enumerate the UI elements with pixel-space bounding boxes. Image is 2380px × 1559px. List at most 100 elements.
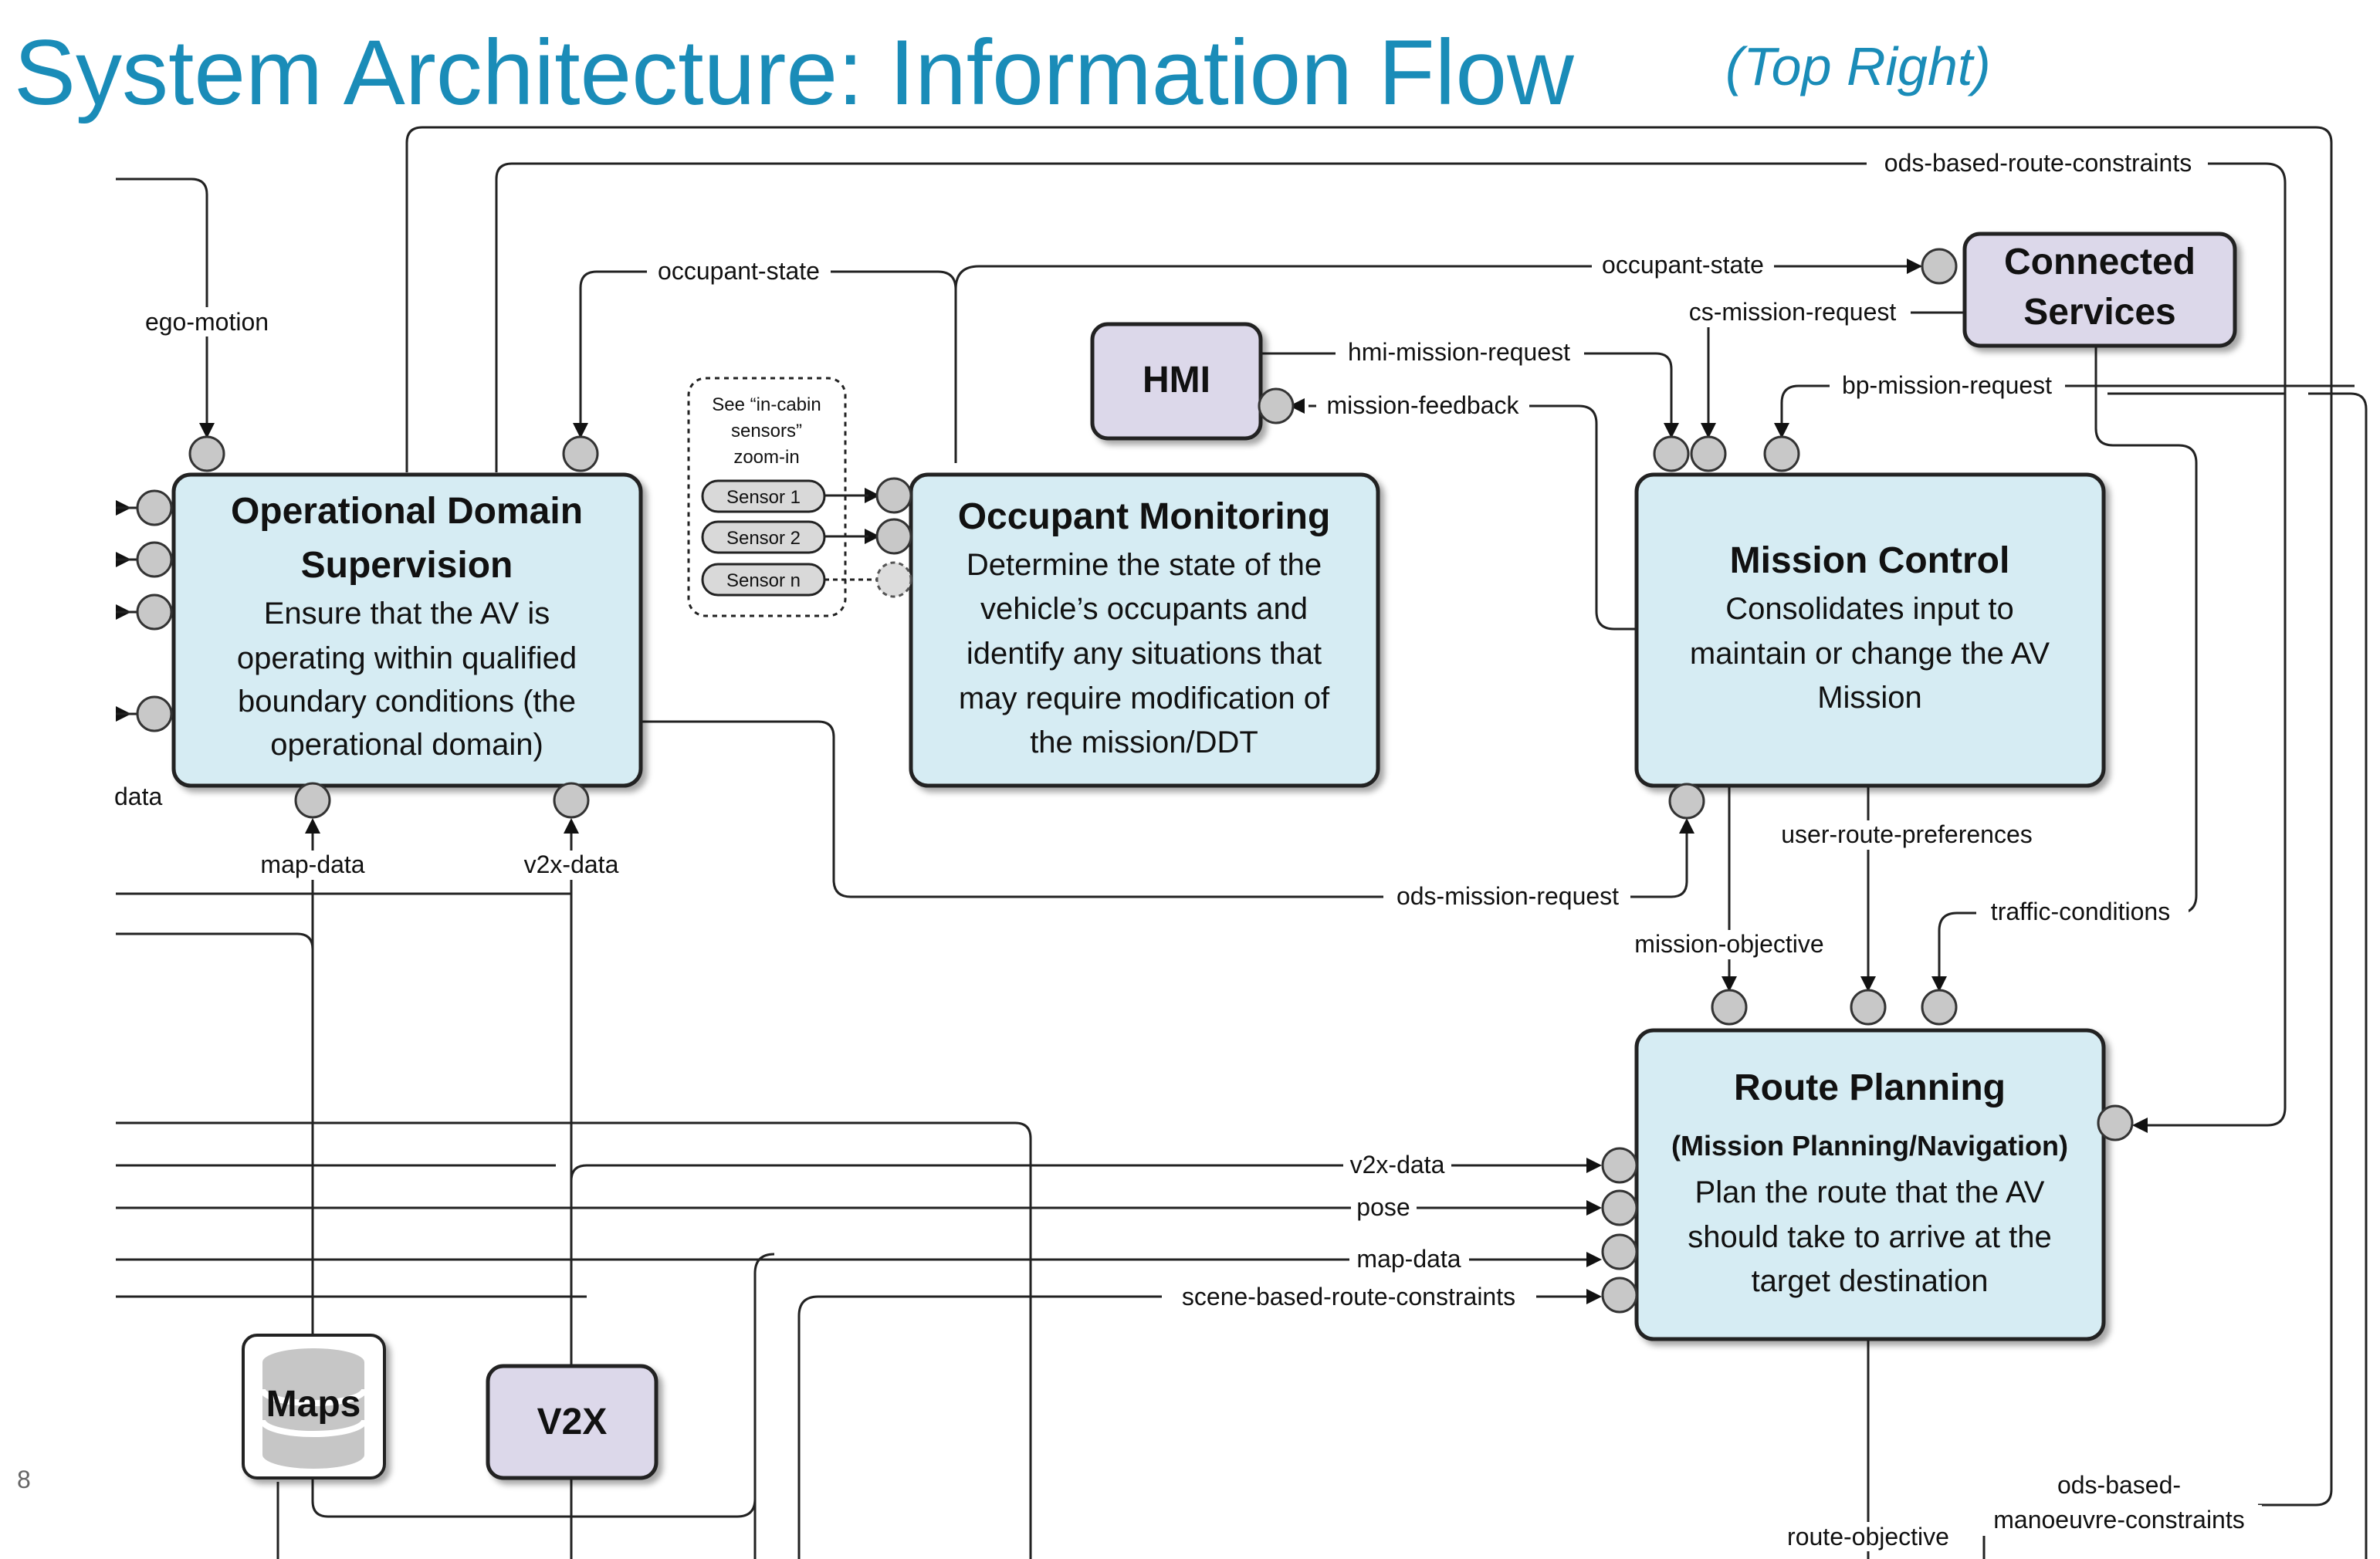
flow-label: pose <box>1356 1193 1410 1221</box>
route-planning-desc-line: should take to arrive at the <box>1688 1220 2051 1254</box>
sensor-note-line: sensors” <box>731 421 802 441</box>
port <box>562 435 599 472</box>
flow-label: route-objective <box>1787 1523 1949 1551</box>
mission-control-desc-line: Mission <box>1817 681 1922 715</box>
ods-title-line1: Operational Domain <box>231 491 583 532</box>
sensor-label: Sensor 1 <box>726 487 801 508</box>
port <box>1601 1233 1638 1270</box>
port <box>136 489 173 526</box>
maps-title: Maps <box>266 1384 361 1425</box>
sensor-note-line: See “in-cabin <box>712 394 821 415</box>
route-planning-desc-line: target destination <box>1752 1264 1989 1298</box>
route-planning-title: Route Planning <box>1734 1067 2006 1108</box>
occupant-monitoring-desc-line: the mission/DDT <box>1030 725 1258 759</box>
port <box>1921 989 1958 1026</box>
occupant-monitoring-desc-line: Determine the state of the <box>967 548 1322 582</box>
route-planning-subtitle: (Mission Planning/Navigation) <box>1671 1130 2068 1162</box>
hmi-box[interactable]: HMI <box>1090 322 1263 441</box>
v2x-box[interactable]: V2X <box>486 1364 658 1480</box>
port <box>1711 989 1748 1026</box>
maps-box[interactable]: Maps <box>242 1334 386 1480</box>
flow-label: v2x-data <box>1350 1151 1445 1179</box>
flow-label: map-data <box>1356 1245 1461 1273</box>
ods-desc-line: operational domain) <box>270 728 543 762</box>
port <box>1601 1189 1638 1226</box>
port <box>1763 435 1800 472</box>
port <box>1653 435 1690 472</box>
ods-desc-line: operating within qualified <box>237 641 577 675</box>
mission-control-desc-line: maintain or change the AV <box>1690 637 2050 671</box>
occupant-monitoring-desc-line: vehicle’s occupants and <box>980 592 1308 626</box>
ports <box>136 248 2134 1314</box>
flow-labels: ods-based-route-constraints occupant-sta… <box>114 149 2262 1551</box>
database-icon <box>259 1348 367 1469</box>
port <box>136 695 173 732</box>
flow-label: manoeuvre-constraints <box>1993 1506 2244 1534</box>
flow-label: ods-mission-request <box>1397 882 1619 910</box>
flow-label: map-data <box>260 851 364 878</box>
ods-desc-line: Ensure that the AV is <box>264 597 550 631</box>
sensor-group: See “in-cabin sensors” zoom-in Sensor 1 … <box>687 377 880 617</box>
mission-control-desc-line: Consolidates input to <box>1725 592 2014 626</box>
sensor-1[interactable]: Sensor 1 <box>701 479 826 513</box>
port <box>1921 248 1958 285</box>
sensor-2[interactable]: Sensor 2 <box>701 520 826 554</box>
sensor-note-line: zoom-in <box>733 447 799 468</box>
port <box>2097 1104 2134 1141</box>
page-subtitle: (Top Right) <box>1725 36 1991 96</box>
occupant-monitoring-desc-line: identify any situations that <box>967 637 1322 671</box>
page-number: 8 <box>17 1466 31 1493</box>
port <box>875 518 912 555</box>
connected-services-box[interactable]: Connected Services <box>1962 232 2237 348</box>
occupant-monitoring-box[interactable]: Occupant Monitoring Determine the state … <box>909 472 1380 788</box>
flow-label: hmi-mission-request <box>1348 338 1570 366</box>
flow-label: occupant-state <box>658 257 820 285</box>
sensor-n[interactable]: Sensor n <box>701 563 826 597</box>
connected-services-title-line1: Connected <box>2004 242 2195 282</box>
mission-control-box[interactable]: Mission Control Consolidates input to ma… <box>1634 472 2106 788</box>
port <box>875 477 912 514</box>
port <box>1668 783 1705 820</box>
hmi-title: HMI <box>1143 360 1210 401</box>
connection-lines <box>116 126 2368 1559</box>
page-title: System Architecture: Information Flow <box>14 21 1574 124</box>
port <box>1850 989 1887 1026</box>
flow-label: mission-feedback <box>1327 391 1520 419</box>
port <box>136 594 173 631</box>
flow-label: ego-motion <box>145 308 269 336</box>
port <box>294 782 331 819</box>
flow-label: bp-mission-request <box>1842 371 2052 399</box>
port <box>1258 387 1295 424</box>
port <box>1690 435 1727 472</box>
flow-label: v2x-data <box>524 851 619 878</box>
ods-title-line2: Supervision <box>301 545 513 586</box>
connected-services-title-line2: Services <box>2023 292 2176 333</box>
ods-box[interactable]: Operational Domain Supervision Ensure th… <box>171 472 643 788</box>
arrowheads <box>116 259 2148 1304</box>
flow-label: data <box>114 783 162 810</box>
sensor-label: Sensor n <box>726 570 801 591</box>
occupant-monitoring-title: Occupant Monitoring <box>958 496 1331 537</box>
port <box>1601 1147 1638 1184</box>
route-planning-box[interactable]: Route Planning (Mission Planning/Navigat… <box>1634 1028 2106 1341</box>
flow-label: scene-based-route-constraints <box>1182 1283 1515 1310</box>
v2x-title: V2X <box>537 1402 608 1442</box>
route-planning-desc-line: Plan the route that the AV <box>1695 1175 2045 1209</box>
flow-label: traffic-conditions <box>1991 898 2170 925</box>
occupant-monitoring-desc-line: may require modification of <box>959 681 1330 715</box>
port <box>1601 1277 1638 1314</box>
ods-desc-line: boundary conditions (the <box>238 685 576 719</box>
mission-control-title: Mission Control <box>1730 540 2010 581</box>
flow-label: user-route-preferences <box>1781 820 2032 848</box>
port <box>136 541 173 578</box>
flow-label: ods-based- <box>2057 1471 2181 1499</box>
port <box>188 435 225 472</box>
flow-label: ods-based-route-constraints <box>1884 149 2192 177</box>
flow-label: occupant-state <box>1602 251 1764 279</box>
port <box>875 561 912 598</box>
sensor-label: Sensor 2 <box>726 528 801 549</box>
flow-label: cs-mission-request <box>1689 298 1897 326</box>
port <box>553 782 590 819</box>
flow-label: mission-objective <box>1634 930 1823 958</box>
left-input-stubs <box>116 506 139 715</box>
